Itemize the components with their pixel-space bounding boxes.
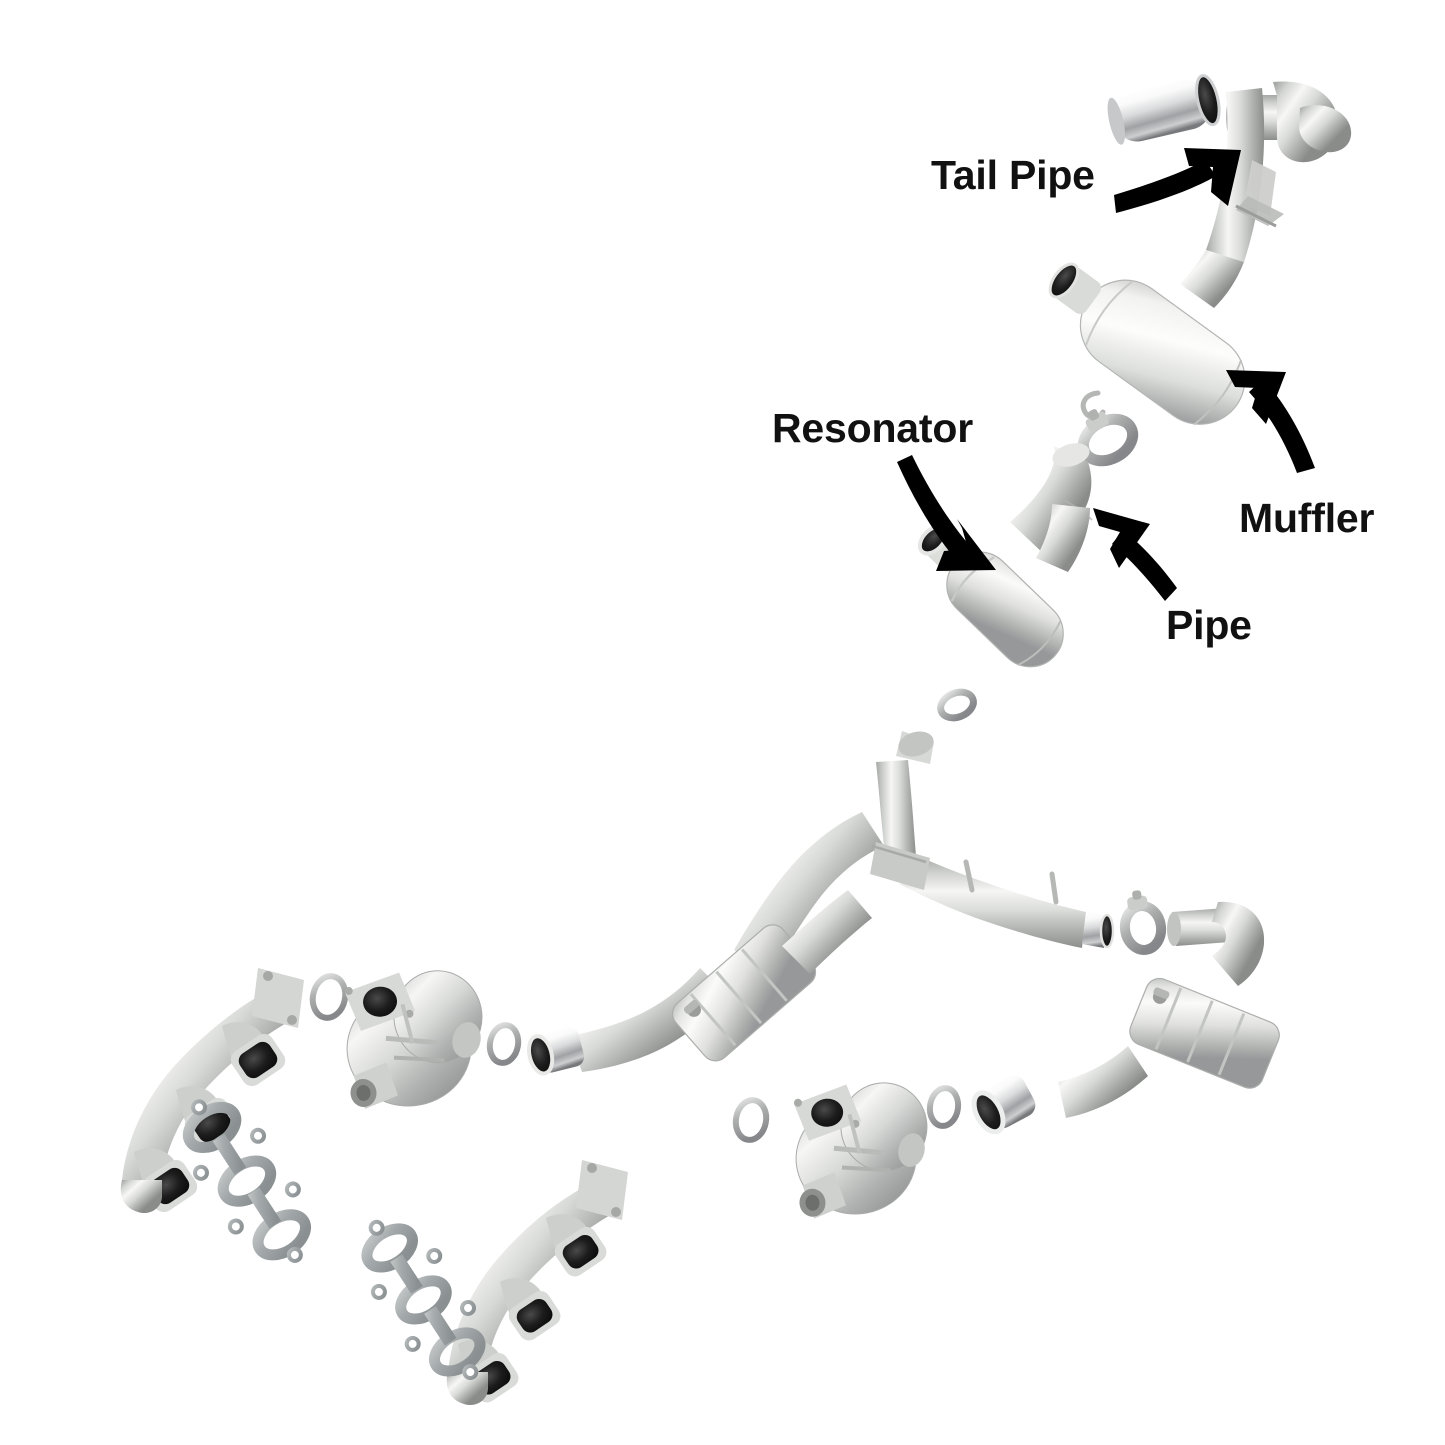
seal-rings bbox=[309, 688, 977, 1143]
manifold-gasket-right bbox=[361, 1219, 486, 1381]
y-pipe bbox=[734, 731, 1115, 974]
manifold-left bbox=[120, 968, 304, 1214]
turbo-right bbox=[793, 1082, 928, 1219]
muffler-body bbox=[1048, 262, 1246, 426]
callout-arrows bbox=[897, 148, 1315, 601]
turbo-left bbox=[344, 970, 483, 1109]
cat-right bbox=[971, 901, 1280, 1135]
band-clamp bbox=[1119, 890, 1167, 955]
tail-pipe-arrow bbox=[1114, 148, 1241, 213]
resonator-body bbox=[917, 504, 1090, 668]
label-muffler: Muffler bbox=[1239, 495, 1375, 541]
pipe-arrow bbox=[1093, 508, 1177, 601]
label-resonator: Resonator bbox=[772, 405, 973, 451]
label-pipe: Pipe bbox=[1166, 602, 1252, 648]
label-tail-pipe: Tail Pipe bbox=[931, 152, 1095, 198]
manifold-right bbox=[446, 1160, 628, 1406]
tail-pipe-tip bbox=[1107, 74, 1221, 145]
muffler-arrow bbox=[1226, 370, 1315, 473]
cat-left bbox=[526, 890, 872, 1076]
manifold-gasket-left bbox=[182, 1099, 311, 1263]
resonator-arrow bbox=[897, 455, 996, 571]
